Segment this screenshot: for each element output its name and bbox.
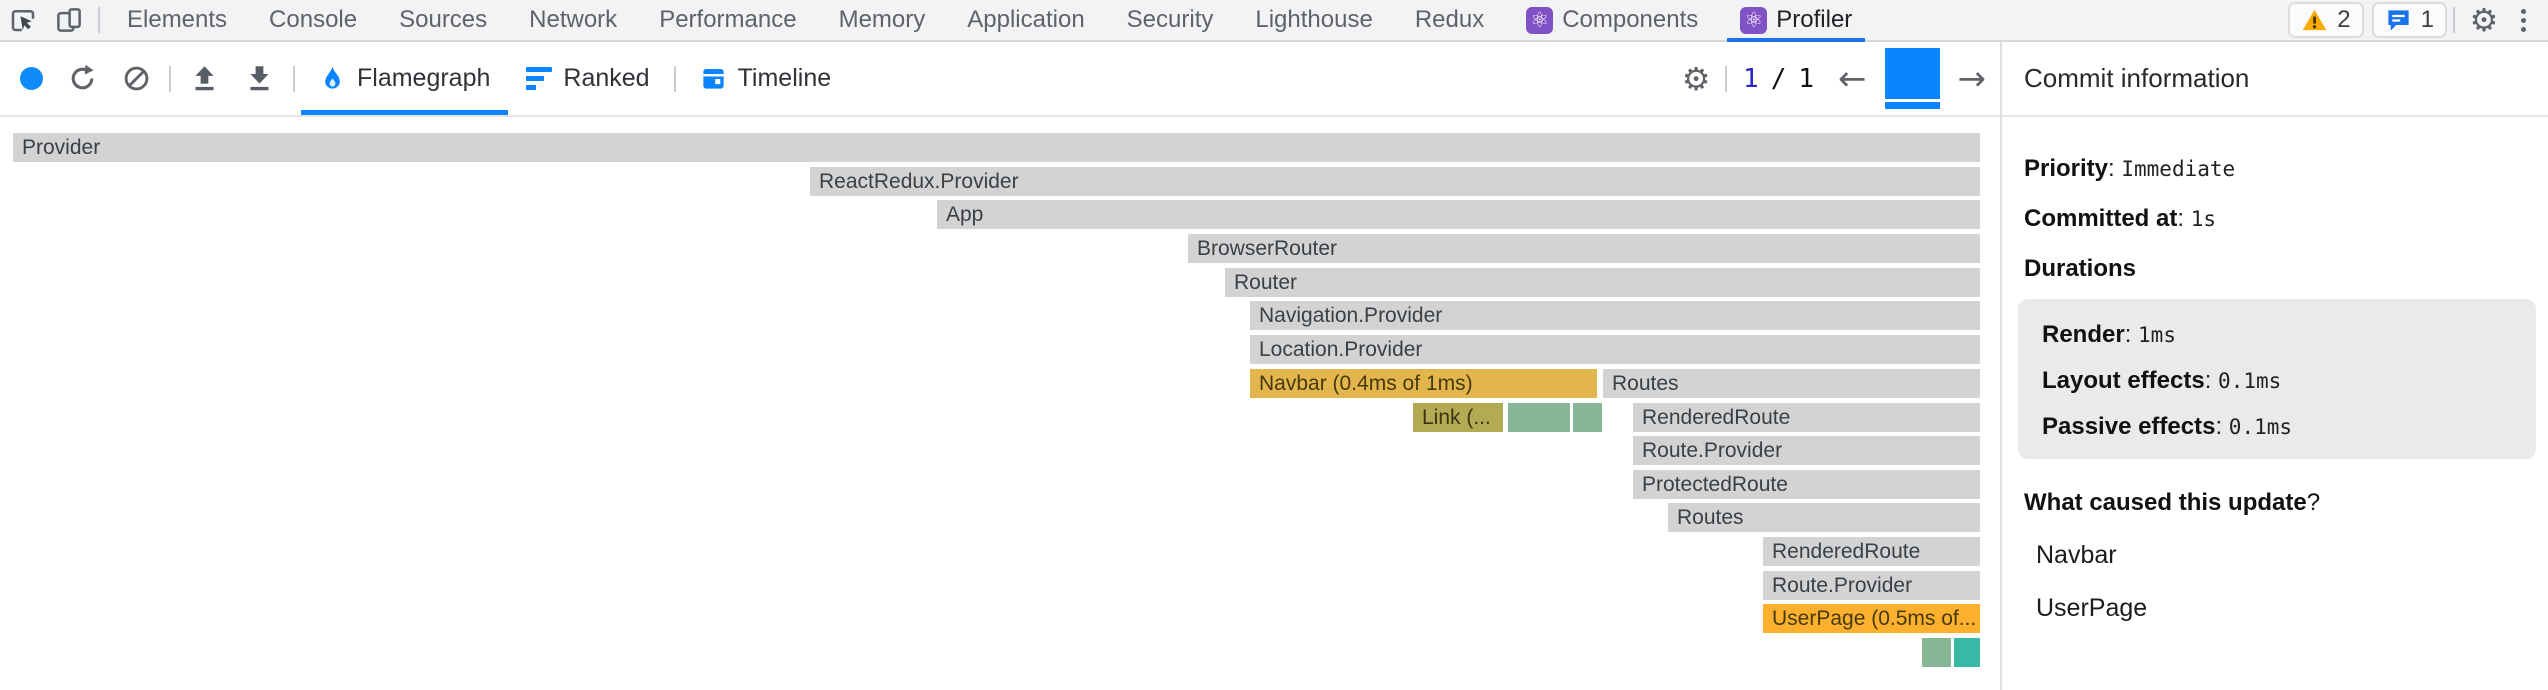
flame-bar-reactredux-provider[interactable]: ReactRedux.Provider (810, 167, 1980, 196)
flame-bar-protectedroute[interactable]: ProtectedRoute (1633, 470, 1980, 499)
flame-bar-bar[interactable] (1954, 638, 1980, 667)
flame-bar-renderedroute[interactable]: RenderedRoute (1633, 403, 1980, 432)
committed-at-value: 1s (2191, 207, 2216, 231)
duration-layout-effects: Layout effects: 0.1ms (2042, 363, 2536, 399)
commit-info-title: Commit information (2002, 42, 2548, 117)
duration-passive-effects: Passive effects: 0.1ms (2042, 409, 2536, 445)
flame-bar-routes[interactable]: Routes (1668, 503, 1980, 532)
cause-heading: What caused this update? (2024, 489, 2538, 517)
flame-bar-route-provider[interactable]: Route.Provider (1763, 571, 1980, 600)
durations-box: Render: 1msLayout effects: 0.1msPassive … (2018, 299, 2536, 459)
flame-bar-bar[interactable] (1573, 403, 1602, 432)
flame-bar-app[interactable]: App (937, 200, 1980, 229)
flame-bar-browserrouter[interactable]: BrowserRouter (1188, 234, 1980, 263)
priority-label: Priority (2024, 155, 2108, 182)
flame-bar-routes[interactable]: Routes (1603, 369, 1980, 398)
flame-bar-navigation-provider[interactable]: Navigation.Provider (1250, 301, 1980, 330)
flame-bar-bar[interactable] (1922, 638, 1951, 667)
flame-bar-route-provider[interactable]: Route.Provider (1633, 436, 1980, 465)
flame-bar-location-provider[interactable]: Location.Provider (1250, 335, 1980, 364)
cause-list: NavbarUserPage (2024, 541, 2538, 623)
durations-heading: Durations (2024, 251, 2538, 287)
flame-bar-renderedroute[interactable]: RenderedRoute (1763, 537, 1980, 566)
committed-at-label: Committed at (2024, 205, 2177, 232)
commit-info-panel: Priority: Immediate Committed at: 1s Dur… (2002, 117, 2548, 690)
flame-bar-userpage-0-5ms-of[interactable]: UserPage (0.5ms of... (1763, 604, 1980, 633)
flame-bar-navbar-0-4ms-of-1ms[interactable]: Navbar (0.4ms of 1ms) (1250, 369, 1597, 398)
committed-at-row: Committed at: 1s (2024, 201, 2538, 237)
duration-render: Render: 1ms (2042, 317, 2536, 353)
flame-bar-link[interactable]: Link (... (1413, 403, 1503, 432)
priority-value: Immediate (2121, 157, 2235, 181)
flame-bar-bar[interactable] (1508, 403, 1570, 432)
flame-bar-provider[interactable]: Provider (13, 133, 1980, 162)
cause-userpage[interactable]: UserPage (2036, 594, 2538, 623)
flame-bar-router[interactable]: Router (1225, 268, 1980, 297)
cause-navbar[interactable]: Navbar (2036, 541, 2538, 570)
priority-row: Priority: Immediate (2024, 151, 2538, 187)
